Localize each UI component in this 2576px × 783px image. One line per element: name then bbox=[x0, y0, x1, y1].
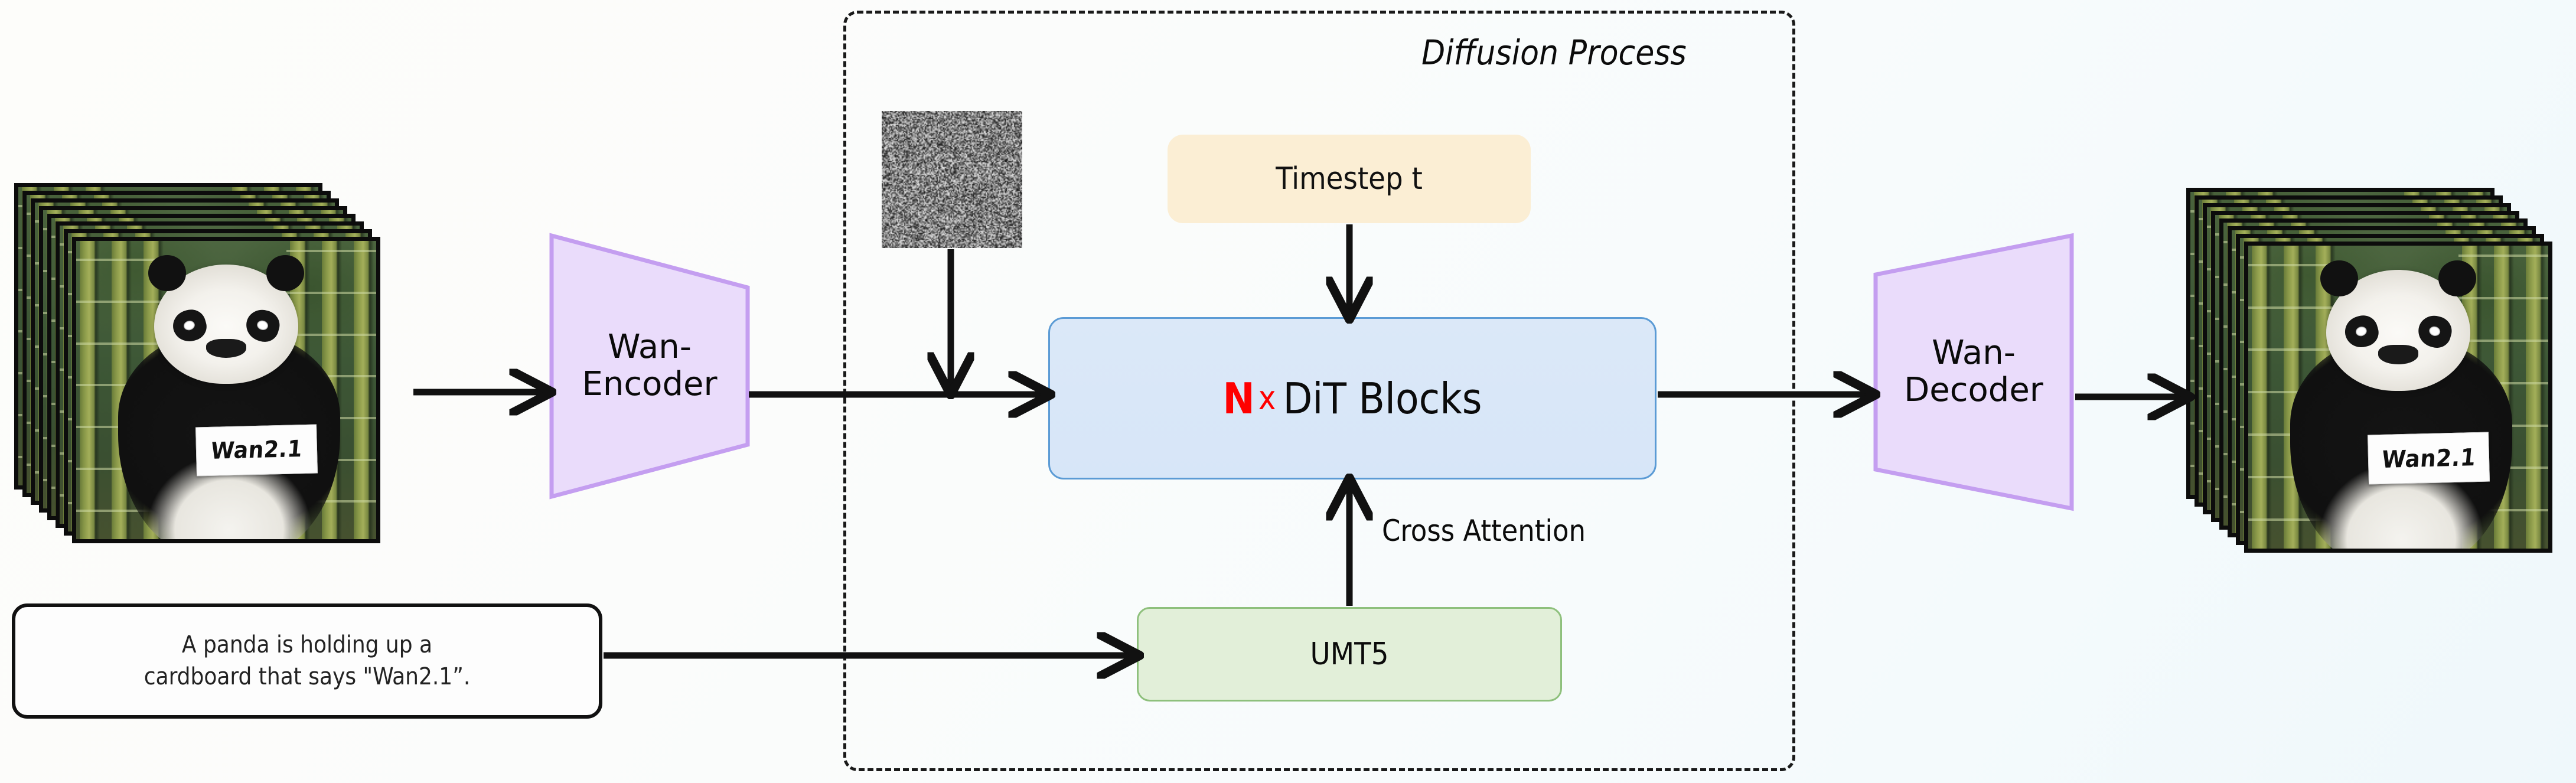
panda-head bbox=[2320, 260, 2476, 392]
bamboo-node bbox=[286, 333, 376, 336]
cardboard-sign: Wan2.1 bbox=[195, 424, 318, 477]
bamboo-node bbox=[286, 500, 376, 503]
decoder-label-line1: Wan- bbox=[1932, 334, 2016, 373]
panda-ear bbox=[2438, 260, 2476, 297]
dit-blocks-label: DiT Blocks bbox=[1283, 373, 1482, 423]
dit-multiplier-x: x bbox=[1258, 379, 1276, 417]
umt5-label: UMT5 bbox=[1310, 637, 1389, 672]
wan-decoder-node[interactable]: Wan- Decoder bbox=[1873, 233, 2074, 511]
wan-encoder-node[interactable]: Wan- Encoder bbox=[549, 233, 750, 500]
bamboo-node bbox=[2458, 381, 2548, 384]
bamboo-node bbox=[2458, 297, 2548, 300]
panda-ear bbox=[148, 255, 186, 291]
bamboo-node bbox=[2248, 306, 2339, 309]
decoder-label-line2: Decoder bbox=[1904, 371, 2043, 409]
bamboo-node bbox=[76, 301, 167, 303]
panda-frame-image: Wan2.1 bbox=[76, 241, 376, 539]
input-video-stack: Wan2.1 bbox=[14, 183, 380, 543]
bamboo-node bbox=[2248, 391, 2339, 394]
panda-eye-patch bbox=[2341, 312, 2382, 352]
encoder-label-line2: Encoder bbox=[582, 365, 718, 403]
panda-eye-patch bbox=[2414, 312, 2456, 352]
bamboo-node bbox=[76, 384, 167, 387]
encoder-label: Wan- Encoder bbox=[549, 233, 750, 499]
bamboo-node bbox=[2458, 255, 2548, 257]
diffusion-process-title: Diffusion Process bbox=[1421, 32, 1687, 73]
cardboard-sign-text: Wan2.1 bbox=[210, 436, 304, 465]
bamboo-node bbox=[2248, 518, 2339, 521]
cardboard-sign: Wan2.1 bbox=[2368, 432, 2490, 485]
panda-frame-image: Wan2.1 bbox=[2248, 246, 2548, 549]
bamboo-node bbox=[76, 342, 167, 345]
bamboo-node bbox=[2248, 263, 2339, 266]
encoder-label-line1: Wan- bbox=[608, 328, 692, 367]
decoder-label: Wan- Decoder bbox=[1873, 233, 2074, 511]
output-video-stack: Wan2.1 bbox=[2186, 188, 2552, 553]
prompt-line-2: cardboard that says "Wan2.1”. bbox=[144, 663, 471, 690]
panda-ear bbox=[266, 255, 304, 291]
panda-ear bbox=[2320, 260, 2358, 297]
bamboo-node bbox=[286, 250, 376, 253]
bamboo-node bbox=[2458, 509, 2548, 512]
bamboo-node bbox=[2248, 348, 2339, 351]
bamboo-node bbox=[76, 259, 167, 262]
panda-eye-patch bbox=[242, 306, 283, 345]
bamboo-node bbox=[2458, 340, 2548, 342]
prompt-line-1: A panda is holding up a bbox=[181, 631, 433, 658]
video-frame: Wan2.1 bbox=[2244, 242, 2552, 553]
timestep-node[interactable]: Timestep t bbox=[1168, 135, 1531, 223]
panda-head bbox=[148, 255, 304, 384]
bamboo-node bbox=[286, 375, 376, 378]
prompt-text-box[interactable]: A panda is holding up a cardboard that s… bbox=[12, 603, 602, 719]
umt5-node[interactable]: UMT5 bbox=[1137, 607, 1562, 702]
dit-count-n: N bbox=[1222, 373, 1255, 423]
timestep-label: Timestep t bbox=[1276, 161, 1423, 197]
panda-snout bbox=[2378, 345, 2419, 365]
bamboo-node bbox=[76, 509, 167, 512]
panda-eye-patch bbox=[169, 306, 210, 345]
video-frame: Wan2.1 bbox=[72, 237, 380, 543]
bamboo-node bbox=[286, 291, 376, 294]
cardboard-sign-text: Wan2.1 bbox=[2381, 443, 2477, 474]
cross-attention-label: Cross Attention bbox=[1382, 514, 1586, 548]
diffusion-process-container bbox=[843, 11, 1795, 771]
noise-latent-patch bbox=[882, 111, 1022, 248]
panda-snout bbox=[206, 338, 247, 358]
